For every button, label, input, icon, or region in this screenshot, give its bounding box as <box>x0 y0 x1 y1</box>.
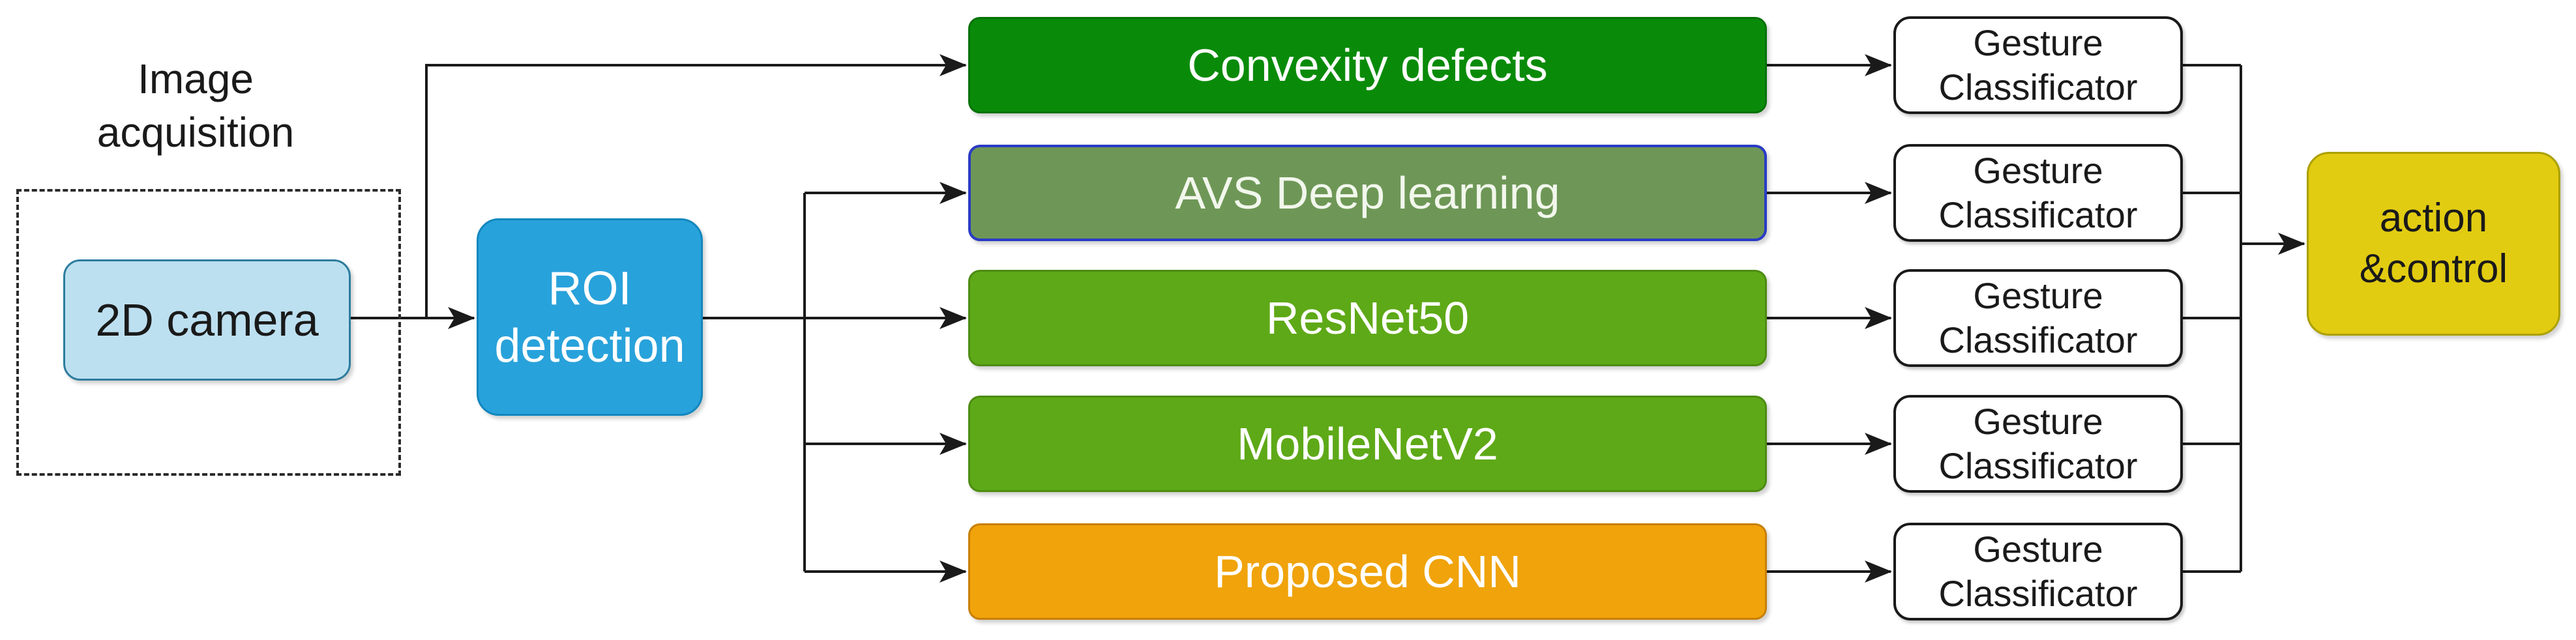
node-gesture-classificator-1: Gesture Classificator <box>1893 16 2183 114</box>
node-gesture-classificator-3: Gesture Classificator <box>1893 269 2183 367</box>
gesture-classificator-line2: Classificator <box>1938 573 2138 614</box>
node-avs-deep-learning: AVS Deep learning <box>968 145 1767 241</box>
node-2d-camera: 2D camera <box>63 259 351 381</box>
gesture-classificator-line1: Gesture <box>1973 150 2103 191</box>
node-proposed-cnn: Proposed CNN <box>968 523 1767 620</box>
node-mobilenetv2-label: MobileNetV2 <box>1237 418 1498 469</box>
node-convexity-defects-label: Convexity defects <box>1187 40 1548 91</box>
node-gesture-classificator-4: Gesture Classificator <box>1893 395 2183 493</box>
node-resnet50: ResNet50 <box>968 270 1767 366</box>
image-acquisition-label-line1: Image <box>138 55 254 102</box>
node-2d-camera-label: 2D camera <box>95 295 319 345</box>
node-roi-detection-line1: ROI <box>548 262 632 315</box>
gesture-classificator-line2: Classificator <box>1938 319 2138 360</box>
image-acquisition-dashed-box <box>16 189 401 476</box>
node-proposed-cnn-label: Proposed CNN <box>1214 546 1521 597</box>
gesture-classificator-line1: Gesture <box>1973 529 2103 570</box>
gesture-classificator-line1: Gesture <box>1973 22 2103 63</box>
node-action-control-line2: &control <box>2359 246 2508 291</box>
gesture-classificator-line2: Classificator <box>1938 66 2138 108</box>
node-mobilenetv2: MobileNetV2 <box>968 396 1767 492</box>
gesture-classificator-line2: Classificator <box>1938 445 2138 486</box>
gesture-classificator-line2: Classificator <box>1938 194 2138 235</box>
edge-camera-branch-to-convexity <box>425 54 967 318</box>
node-avs-deep-learning-label: AVS Deep learning <box>1175 167 1560 218</box>
node-resnet50-label: ResNet50 <box>1266 293 1470 343</box>
node-roi-detection-line2: detection <box>494 319 685 372</box>
image-acquisition-label-line2: acquisition <box>96 109 295 156</box>
node-roi-detection: ROI detection <box>477 218 703 416</box>
gesture-classificator-line1: Gesture <box>1973 275 2103 316</box>
node-gesture-classificator-2: Gesture Classificator <box>1893 144 2183 242</box>
node-convexity-defects: Convexity defects <box>968 17 1767 113</box>
image-acquisition-label: Image acquisition <box>36 52 355 159</box>
node-gesture-classificator-5: Gesture Classificator <box>1893 523 2183 620</box>
node-action-control-line1: action <box>2379 196 2488 240</box>
gesture-classificator-line1: Gesture <box>1973 401 2103 442</box>
node-action-control: action &control <box>2307 152 2560 336</box>
